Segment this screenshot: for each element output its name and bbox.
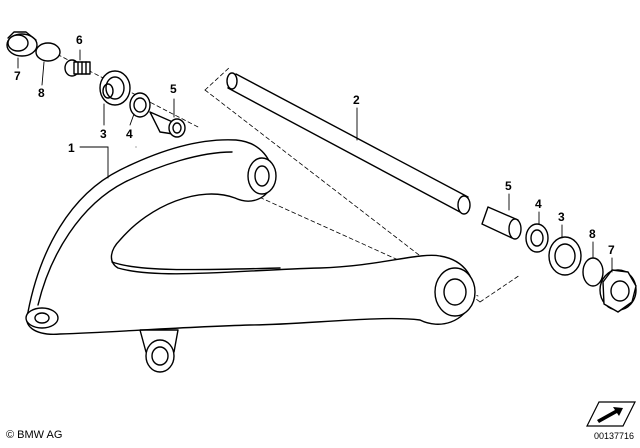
callout-4-left: 4 [126, 127, 133, 141]
callout-2: 2 [353, 93, 360, 107]
copyright-label: © BMW AG [6, 429, 63, 441]
callout-7-left: 7 [14, 69, 21, 83]
arrow-navigation-icon [585, 400, 637, 428]
callout-8-left: 8 [38, 86, 45, 100]
diagram-id-label: 00137716 [593, 431, 634, 441]
bearing-part-3-left [99, 70, 131, 106]
bearing-part-4-right [525, 223, 549, 253]
bolt-part-6 [64, 59, 91, 77]
callout-7-right: 7 [608, 243, 615, 257]
callout-3-right: 3 [558, 210, 565, 224]
callout-3-left: 3 [100, 127, 107, 141]
sleeve-part-5-left [149, 111, 186, 138]
cap-part-7-right [599, 269, 637, 313]
callout-5-right: 5 [505, 179, 512, 193]
callout-labels: 1 2 3 4 5 6 7 8 5 4 3 8 7 [14, 33, 615, 257]
wishbone-part-1 [25, 139, 476, 373]
cap-part-7-left [6, 31, 38, 57]
shaft-part-2 [226, 72, 471, 215]
sleeve-part-5-right [481, 206, 522, 240]
callout-8-right: 8 [589, 227, 596, 241]
ring-part-8-right [582, 257, 604, 287]
bearing-part-3-right [548, 236, 582, 276]
callout-5-left: 5 [170, 82, 177, 96]
bearing-part-4-left [129, 92, 151, 118]
ring-part-8-left [35, 42, 61, 62]
callout-6: 6 [76, 33, 83, 47]
callout-1: 1 [68, 141, 75, 155]
callout-4-right: 4 [535, 197, 542, 211]
leader-lines [17, 49, 613, 273]
